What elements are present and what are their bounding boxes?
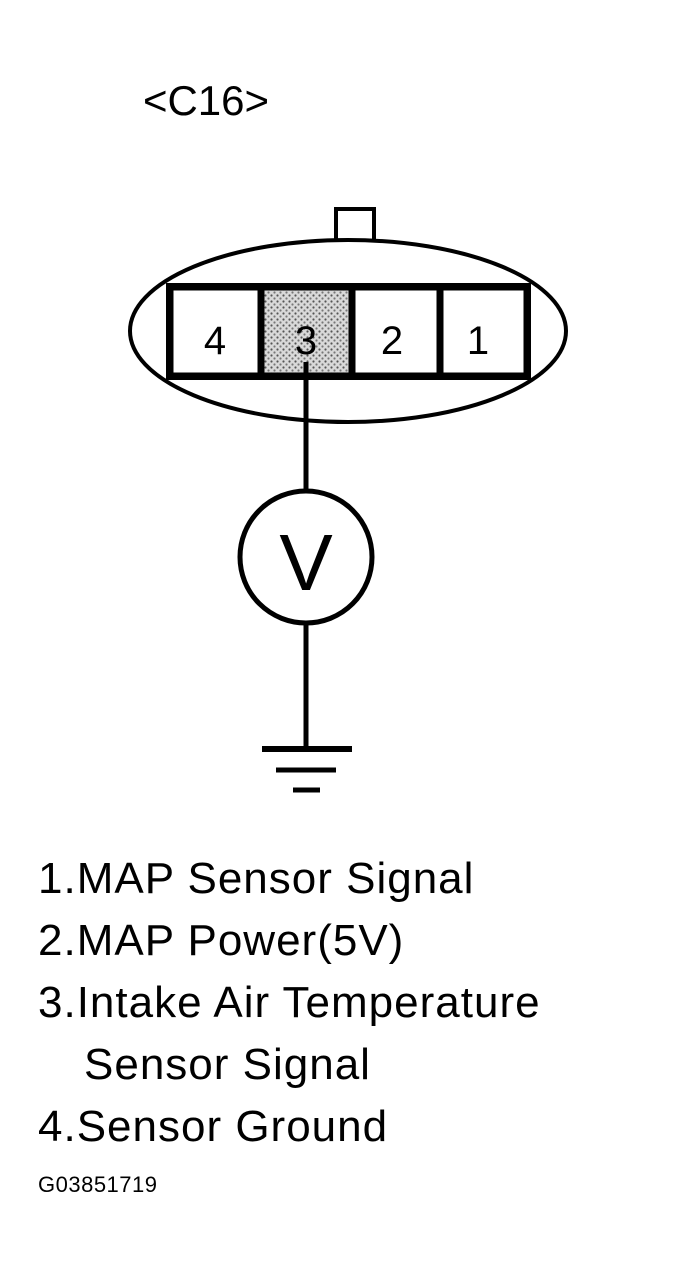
legend-item-4: 4.Sensor Ground: [38, 1102, 389, 1151]
legend-item-2: 2.MAP Power(5V): [38, 916, 405, 965]
pin-legend: 1.MAP Sensor Signal 2.MAP Power(5V) 3.In…: [38, 848, 541, 1158]
connector-title: <C16>: [143, 77, 269, 124]
connector-lock-tab: [334, 207, 376, 245]
pin-cell-1: 1: [436, 283, 531, 380]
figure-code: G03851719: [38, 1172, 158, 1197]
legend-item-3-continued: Sensor Signal: [84, 1040, 371, 1089]
pin-label-1: 1: [467, 319, 489, 363]
pin-label-2: 2: [381, 319, 403, 363]
pin-label-3: 3: [295, 319, 317, 363]
pin-label-4: 4: [204, 319, 226, 363]
pin-cell-4: 4: [166, 283, 265, 380]
pin-cell-2: 2: [348, 283, 444, 380]
voltmeter-label: V: [279, 518, 333, 607]
ground-symbol: [262, 746, 352, 793]
legend-item-3: 3.Intake Air Temperature: [38, 978, 541, 1027]
legend-item-1: 1.MAP Sensor Signal: [38, 854, 475, 903]
